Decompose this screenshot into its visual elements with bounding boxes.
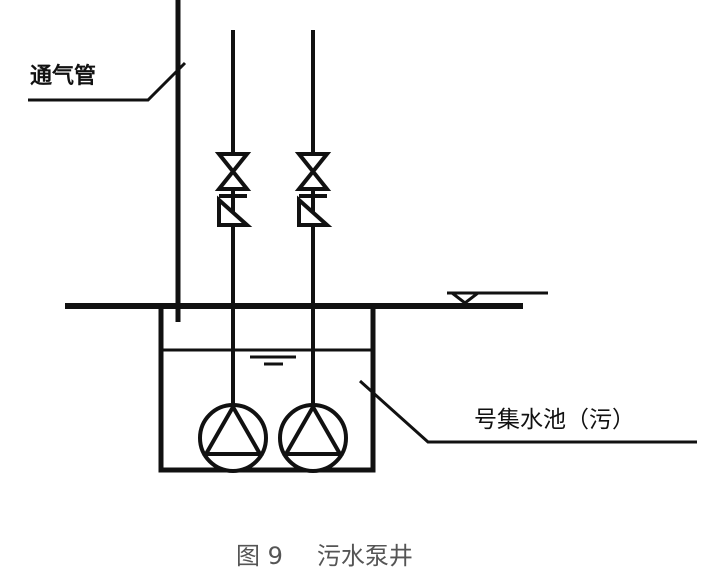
gate-valve-icon xyxy=(294,152,332,191)
vent-pipe-leader xyxy=(28,61,187,102)
pump-assembly-1 xyxy=(198,30,268,473)
vent-pipe-label: 通气管 xyxy=(30,64,97,89)
check-valve-body xyxy=(217,195,253,227)
pump-triangle xyxy=(202,402,264,456)
sump-leader xyxy=(358,379,697,444)
gate-valve-icon xyxy=(214,152,252,191)
figure-title: 污水泵井 xyxy=(316,542,413,570)
figure-caption: 图 9 污水泵井 xyxy=(236,536,413,571)
sump-label: 号集水池（污） xyxy=(474,407,635,433)
check-valve-body xyxy=(297,195,333,227)
pump-icon xyxy=(198,403,268,473)
figure-number: 图 9 xyxy=(236,542,283,570)
ground-water-level-icon xyxy=(447,291,548,305)
pump-icon xyxy=(278,403,348,473)
pump-triangle xyxy=(282,402,344,456)
pump-assembly-2 xyxy=(278,30,348,473)
sump-pit xyxy=(158,306,376,473)
